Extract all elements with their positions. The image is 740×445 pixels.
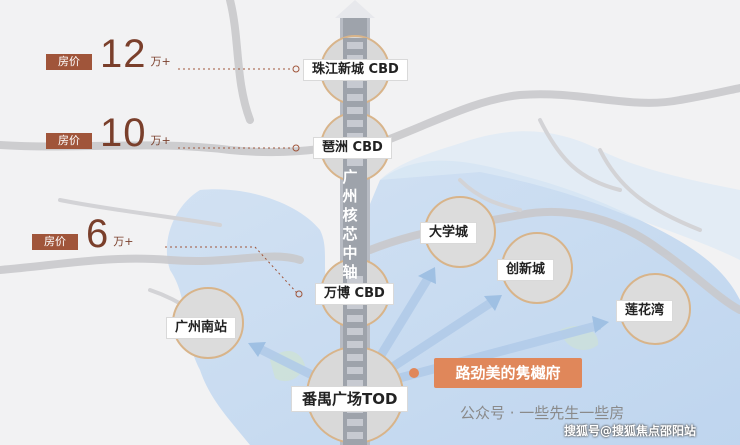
axis-rung <box>347 107 363 114</box>
axis-rung <box>347 42 363 49</box>
axis-rung <box>347 354 363 361</box>
station-panyu-tod: 番禺广场TOD <box>291 386 409 412</box>
watermark-sohu: 搜狐号@搜狐焦点邵阳站 <box>564 424 697 438</box>
price-label: 房价 <box>46 54 92 70</box>
watermark-wechat: 公众号 · 一些先生一些房 <box>460 404 625 422</box>
price-value: 12 <box>100 32 147 76</box>
price-label: 房价 <box>46 133 92 149</box>
price-value: 10 <box>100 111 147 155</box>
price-value: 6 <box>86 212 110 256</box>
price-tag-pazhou: 房价 10 万+ <box>46 113 171 153</box>
axis-rung <box>347 302 363 309</box>
price-unit: 万+ <box>150 55 171 68</box>
station-pazhou-cbd: 琶洲 CBD <box>313 137 392 159</box>
station-innovation-city: 创新城 <box>497 259 555 281</box>
station-lianhua-bay: 莲花湾 <box>616 300 674 322</box>
axis-rung <box>347 367 363 374</box>
axis-rung <box>347 159 363 166</box>
axis-rung <box>347 94 363 101</box>
project-marker <box>409 368 419 378</box>
station-guangzhou-south: 广州南站 <box>166 317 237 339</box>
axis-rung <box>347 380 363 387</box>
axis-rung <box>347 328 363 335</box>
project-callout: 路劲美的隽樾府 <box>434 358 582 388</box>
axis-rung <box>347 432 363 439</box>
axis-rung <box>347 120 363 127</box>
price-unit: 万+ <box>113 235 134 248</box>
axis-rung <box>347 81 363 88</box>
station-university-city: 大学城 <box>420 222 478 244</box>
axis-rung <box>347 315 363 322</box>
axis-rung <box>347 419 363 426</box>
price-tag-wanbo: 房价 6 万+ <box>32 214 134 254</box>
price-label: 房价 <box>32 234 78 250</box>
price-unit: 万+ <box>150 134 171 147</box>
price-tag-zhujiang: 房价 12 万+ <box>46 34 171 74</box>
axis-rung <box>347 133 363 140</box>
axis-rung <box>347 55 363 62</box>
station-zhujiang-cbd: 珠江新城 CBD <box>303 59 408 81</box>
station-wanbo-cbd: 万博 CBD <box>315 283 394 305</box>
axis-label: 广州核芯中轴 <box>342 168 358 281</box>
axis-rung <box>347 341 363 348</box>
axis-rung <box>347 276 363 283</box>
